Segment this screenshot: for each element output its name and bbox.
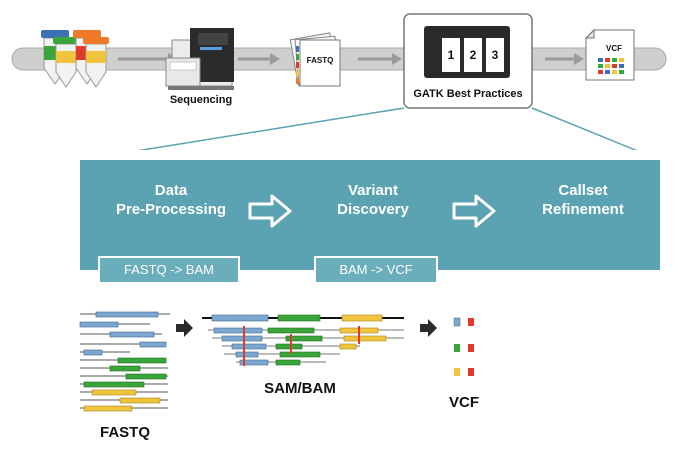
- gatk-step-2: 2: [469, 48, 477, 62]
- fastq-reads: [79, 311, 170, 412]
- stage-callset-refinement: Callset Refinement: [508, 181, 658, 219]
- gatk-step-box-3: [486, 38, 504, 72]
- track-arrow-2: [238, 53, 280, 65]
- fastq-file-label: FASTQ: [306, 56, 334, 65]
- arrow-right-icon: [176, 319, 193, 337]
- variant-marker: [358, 326, 360, 344]
- stage-3-line2: Refinement: [542, 201, 624, 218]
- track-arrow-3: [358, 53, 402, 65]
- funnel-line-left: [137, 107, 405, 150]
- variant-marker: [243, 326, 245, 366]
- vcf-label: VCF: [449, 394, 479, 411]
- sample-tubes-icon: [41, 30, 109, 88]
- vcf-file-label: VCF: [606, 44, 622, 53]
- stage-data-preprocessing: Data Pre-Processing: [96, 181, 246, 219]
- arrow-right-icon: [420, 319, 437, 337]
- sequencer-icon: [165, 28, 234, 90]
- sambam-label: SAM/BAM: [264, 380, 336, 397]
- stage-variant-discovery: Variant Discovery: [298, 181, 448, 219]
- stage-2-line2: Discovery: [337, 201, 409, 218]
- track-arrow-4: [545, 53, 584, 65]
- vcf-calls: [453, 317, 474, 376]
- fastq-to-bam-tag: FASTQ -> BAM: [98, 256, 240, 284]
- gatk-step-1: 1: [447, 48, 455, 62]
- variant-marker: [290, 334, 292, 354]
- stage-arrow-right-icon: [452, 194, 496, 228]
- gatk-label: GATK Best Practices: [413, 88, 523, 100]
- funnel-line-right: [531, 107, 638, 150]
- fastq-label: FASTQ: [99, 424, 150, 441]
- stage-2-line1: Variant: [347, 182, 399, 199]
- sambam-alignments: [202, 314, 404, 366]
- stage-arrow-right-icon: [248, 194, 292, 228]
- gatk-step-box-2: [464, 38, 482, 72]
- sequencing-label: Sequencing: [169, 94, 233, 106]
- stage-1-line1: Data: [154, 182, 188, 199]
- gatk-step-3: 3: [491, 48, 499, 62]
- pipeline-diagram: [11, 13, 667, 150]
- bam-to-vcf-tag: BAM -> VCF: [314, 256, 438, 284]
- data-illustrations: [79, 311, 474, 412]
- gatk-stages-panel: [80, 160, 660, 270]
- gatk-step-box-1: [442, 38, 460, 72]
- gatk-box: [403, 13, 533, 109]
- stage-1-line2: Pre-Processing: [115, 201, 227, 218]
- vcf-document-icon: [584, 28, 635, 81]
- stage-3-line1: Callset: [558, 182, 608, 199]
- fastq-files-icon: [289, 32, 341, 87]
